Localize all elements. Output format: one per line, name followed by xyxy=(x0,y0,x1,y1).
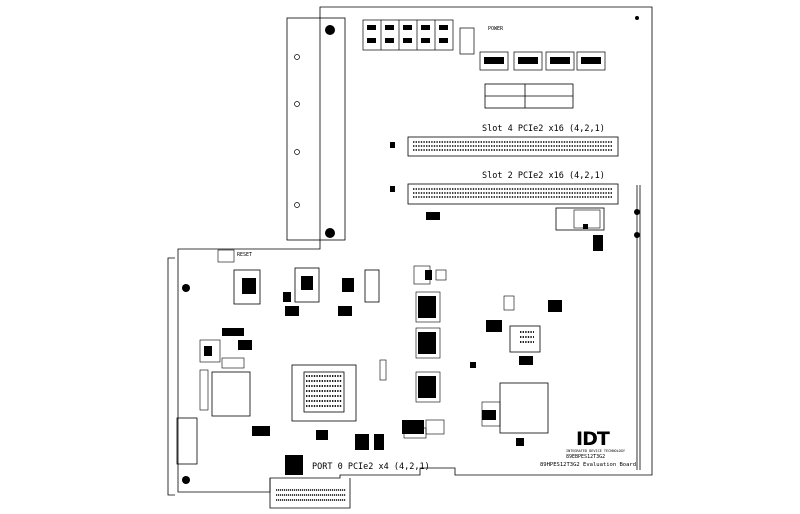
board-title: 89HPES12T3G2 Evaluation Board xyxy=(540,462,637,468)
edge-connector xyxy=(269,478,351,509)
reset-label: RESET xyxy=(237,252,253,258)
brand-logo: IDT xyxy=(576,428,610,450)
board-id: 89EBPES12T3G2 xyxy=(566,454,606,460)
power-label: POWER xyxy=(488,26,504,32)
mount-hole xyxy=(325,228,335,238)
mount-hole xyxy=(182,476,190,484)
brand-tagline: INTEGRATED DEVICE TECHNOLOGY xyxy=(566,449,626,453)
slot4-connector xyxy=(407,136,619,157)
bracket xyxy=(167,257,175,496)
switch-chip xyxy=(509,325,541,353)
board-outline xyxy=(177,6,653,493)
mount-hole xyxy=(325,25,335,35)
main-asic xyxy=(291,364,357,422)
slot2-connector xyxy=(407,183,619,205)
slot2-label: Slot 2 PCIe2 x16 (4,2,1) xyxy=(482,171,605,181)
port0-label: PORT 0 PCIe2 x4 (4,2,1) xyxy=(312,462,430,472)
top-bracket xyxy=(286,17,346,241)
module-a xyxy=(499,382,549,434)
slot4-label: Slot 4 PCIe2 x16 (4,2,1) xyxy=(482,124,605,134)
mount-hole xyxy=(182,284,190,292)
